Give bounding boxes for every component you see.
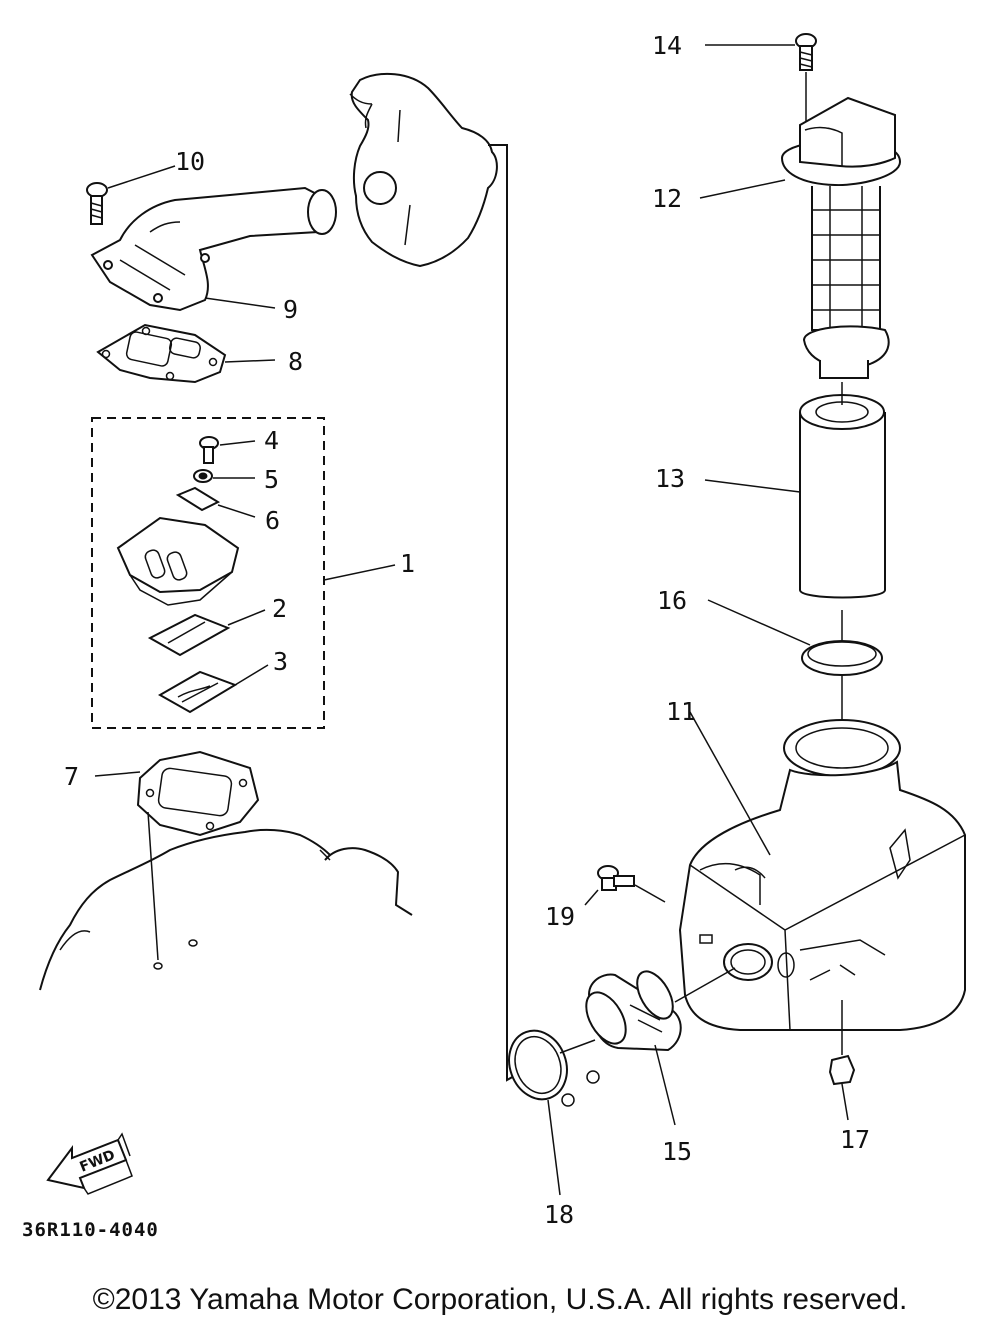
callout-3: 3 xyxy=(273,647,288,676)
reed-2 xyxy=(147,613,231,657)
callout-5: 5 xyxy=(264,465,279,494)
callout-11: 11 xyxy=(666,697,696,726)
engine-block-outline xyxy=(349,72,498,268)
part-code: 36R110-4040 xyxy=(22,1219,159,1241)
callout-17: 17 xyxy=(840,1125,870,1154)
intake-manifold-9 xyxy=(90,186,337,312)
filter-element-13 xyxy=(799,394,886,599)
callout-7: 7 xyxy=(64,762,79,791)
oil-strainer-12 xyxy=(780,96,902,379)
callout-13: 13 xyxy=(655,464,685,493)
screw-14 xyxy=(795,33,817,71)
callout-12: 12 xyxy=(652,184,682,213)
callout-9: 9 xyxy=(283,295,298,324)
reed-3 xyxy=(157,670,238,714)
callout-4: 4 xyxy=(264,426,279,455)
fwd-arrow-icon: FWD xyxy=(46,1132,133,1195)
nut-17 xyxy=(828,1054,856,1086)
washer-5 xyxy=(193,469,213,483)
callout-19: 19 xyxy=(545,902,575,931)
gasket-8 xyxy=(96,323,227,384)
stopper-6 xyxy=(175,486,221,512)
screw-19 xyxy=(597,865,635,891)
callout-1: 1 xyxy=(400,549,415,578)
reference-line xyxy=(488,144,526,1082)
copyright-notice: ©2013 Yamaha Motor Corporation, U.S.A. A… xyxy=(92,1283,908,1316)
callout-10: 10 xyxy=(175,147,205,176)
crankcase-outline xyxy=(39,828,413,991)
circlip-18 xyxy=(508,1029,600,1107)
callout-18: 18 xyxy=(544,1200,574,1229)
callout-16: 16 xyxy=(657,586,687,615)
oil-tank-11 xyxy=(678,719,966,1031)
callout-15: 15 xyxy=(662,1137,692,1166)
o-ring-16 xyxy=(801,640,883,676)
gasket-7 xyxy=(136,750,260,837)
callout-6: 6 xyxy=(265,506,280,535)
bolt-10 xyxy=(86,182,108,225)
screw-4 xyxy=(199,436,219,464)
callout-2: 2 xyxy=(272,594,287,623)
callout-14: 14 xyxy=(652,31,682,60)
cap-15 xyxy=(585,970,682,1052)
callout-8: 8 xyxy=(288,347,303,376)
reed-valve-body xyxy=(116,516,240,606)
